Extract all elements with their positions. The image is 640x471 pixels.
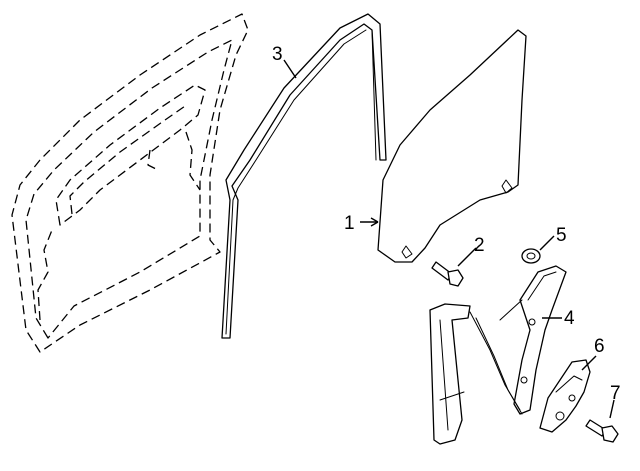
bolt-part-7 bbox=[585, 419, 619, 443]
callout-2: 2 bbox=[474, 235, 485, 256]
leader-3 bbox=[283, 59, 297, 79]
callout-7: 7 bbox=[610, 383, 621, 404]
callout-3: 3 bbox=[272, 44, 283, 65]
door-shell-outline bbox=[11, 13, 249, 353]
run-channel-part bbox=[221, 13, 387, 339]
grommet-part-5 bbox=[521, 248, 541, 264]
leader-1-arrow bbox=[370, 217, 379, 227]
callout-6: 6 bbox=[594, 336, 605, 357]
leader-2 bbox=[457, 247, 477, 267]
callout-5: 5 bbox=[556, 225, 567, 246]
regulator-part-4 bbox=[429, 265, 567, 445]
leader-5 bbox=[539, 235, 555, 251]
callout-labels: 1 2 3 4 5 6 7 bbox=[272, 44, 621, 404]
leader-7 bbox=[609, 399, 615, 419]
leader-lines bbox=[283, 59, 615, 419]
leader-6 bbox=[581, 355, 597, 371]
bolt-part-2 bbox=[431, 261, 464, 287]
door-glass-part bbox=[377, 29, 527, 263]
callout-1: 1 bbox=[344, 213, 355, 234]
motor-part-6 bbox=[539, 359, 591, 433]
callout-4: 4 bbox=[564, 308, 575, 329]
